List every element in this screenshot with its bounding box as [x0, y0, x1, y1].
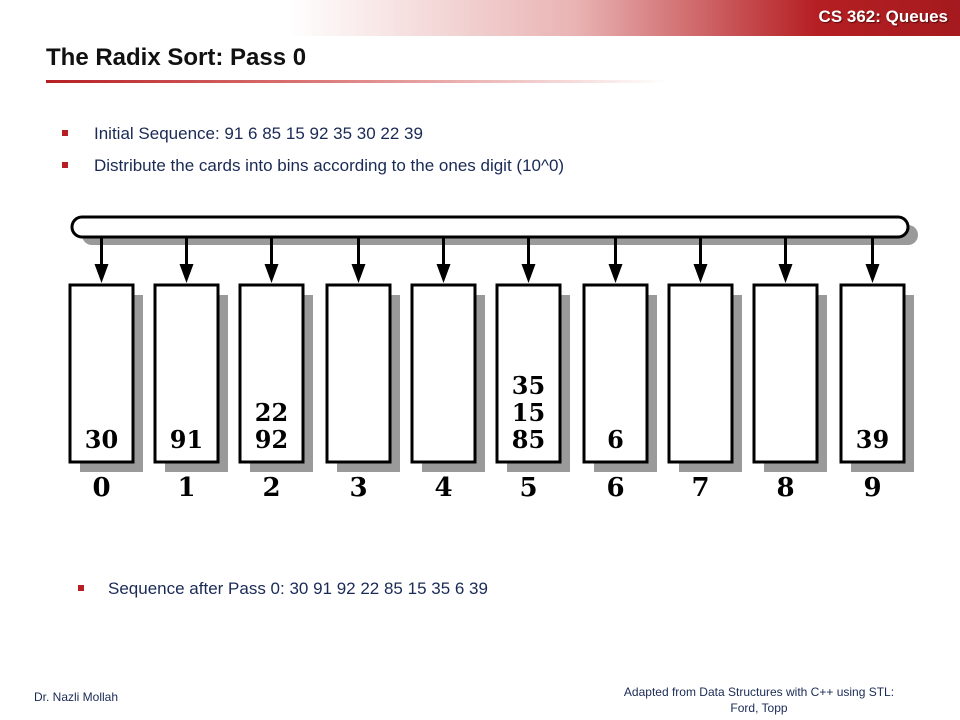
bin-label: 8	[776, 473, 794, 503]
bin-8: 8	[752, 237, 827, 503]
bin-box	[68, 283, 135, 464]
bin-card: 15	[512, 398, 545, 427]
bin-card: 91	[170, 425, 203, 454]
bin-box	[325, 283, 392, 464]
bin-label: 0	[92, 473, 110, 503]
bullet-distribute: Distribute the cards into bins according…	[62, 152, 564, 184]
bullet-list: Initial Sequence: 91 6 85 15 92 35 30 22…	[62, 120, 564, 184]
credit-line-1: Adapted from Data Structures with C++ us…	[623, 685, 895, 699]
credit-line-2: Ford, Topp	[730, 701, 788, 715]
bullet-square-icon	[78, 585, 84, 591]
bin-4: 4	[410, 237, 485, 503]
bin-card: 6	[607, 425, 624, 454]
arrow-down-icon	[521, 264, 536, 283]
bin-box	[839, 283, 906, 464]
bin-label: 1	[177, 473, 195, 503]
distribution-rail	[70, 215, 910, 239]
bin-label: 6	[606, 473, 624, 503]
arrow-down-icon	[436, 264, 451, 283]
bullet-result: Sequence after Pass 0: 30 91 92 22 85 15…	[78, 575, 488, 603]
bin-1: 91 1	[153, 237, 228, 503]
arrow-down-icon	[865, 264, 880, 283]
course-title: CS 362: Queues	[818, 7, 948, 26]
bin-box	[667, 283, 734, 464]
bin-card: 85	[512, 425, 545, 454]
slide-title: The Radix Sort: Pass 0	[46, 44, 307, 71]
bin-label: 4	[434, 473, 452, 503]
arrow-down-icon	[179, 264, 194, 283]
bin-label: 7	[691, 473, 709, 503]
bin-label: 3	[349, 473, 367, 503]
bullet-text: Initial Sequence: 91 6 85 15 92 35 30 22…	[94, 124, 423, 143]
bin-box	[495, 283, 562, 464]
arrow-down-icon	[608, 264, 623, 283]
bin-card: 39	[856, 425, 889, 454]
bin-card: 22	[255, 398, 288, 427]
bin-3: 3	[325, 237, 400, 503]
bin-box	[582, 283, 649, 464]
arrow-down-icon	[351, 264, 366, 283]
footer-author: Dr. Nazli Mollah	[34, 690, 119, 704]
bin-card: 92	[255, 425, 288, 454]
bin-7: 7	[667, 237, 742, 503]
bin-card: 35	[512, 371, 545, 400]
header-bar: CS 362: Queues	[0, 0, 960, 36]
bullet-text: Distribute the cards into bins according…	[94, 156, 565, 175]
result-sequence: Sequence after Pass 0: 30 91 92 22 85 15…	[108, 579, 488, 598]
bin-label: 9	[863, 473, 881, 503]
bin-9: 39 9	[839, 237, 914, 503]
arrow-down-icon	[693, 264, 708, 283]
bin-box	[410, 283, 477, 464]
footer-credit: Adapted from Data Structures with C++ us…	[596, 684, 922, 716]
bin-6: 66	[582, 237, 657, 503]
bin-box	[752, 283, 819, 464]
arrow-down-icon	[778, 264, 793, 283]
bin-box	[238, 283, 305, 464]
bullet-initial-sequence: Initial Sequence: 91 6 85 15 92 35 30 22…	[62, 120, 564, 152]
bin-card: 30	[85, 425, 118, 454]
title-underline	[46, 80, 666, 83]
bin-label: 5	[519, 473, 537, 503]
bin-0: 30 0	[68, 237, 143, 503]
arrow-down-icon	[94, 264, 109, 283]
arrow-down-icon	[264, 264, 279, 283]
bullet-square-icon	[62, 130, 68, 136]
bin-label: 2	[262, 473, 280, 503]
bullet-square-icon	[62, 162, 68, 168]
bin-box	[153, 283, 220, 464]
